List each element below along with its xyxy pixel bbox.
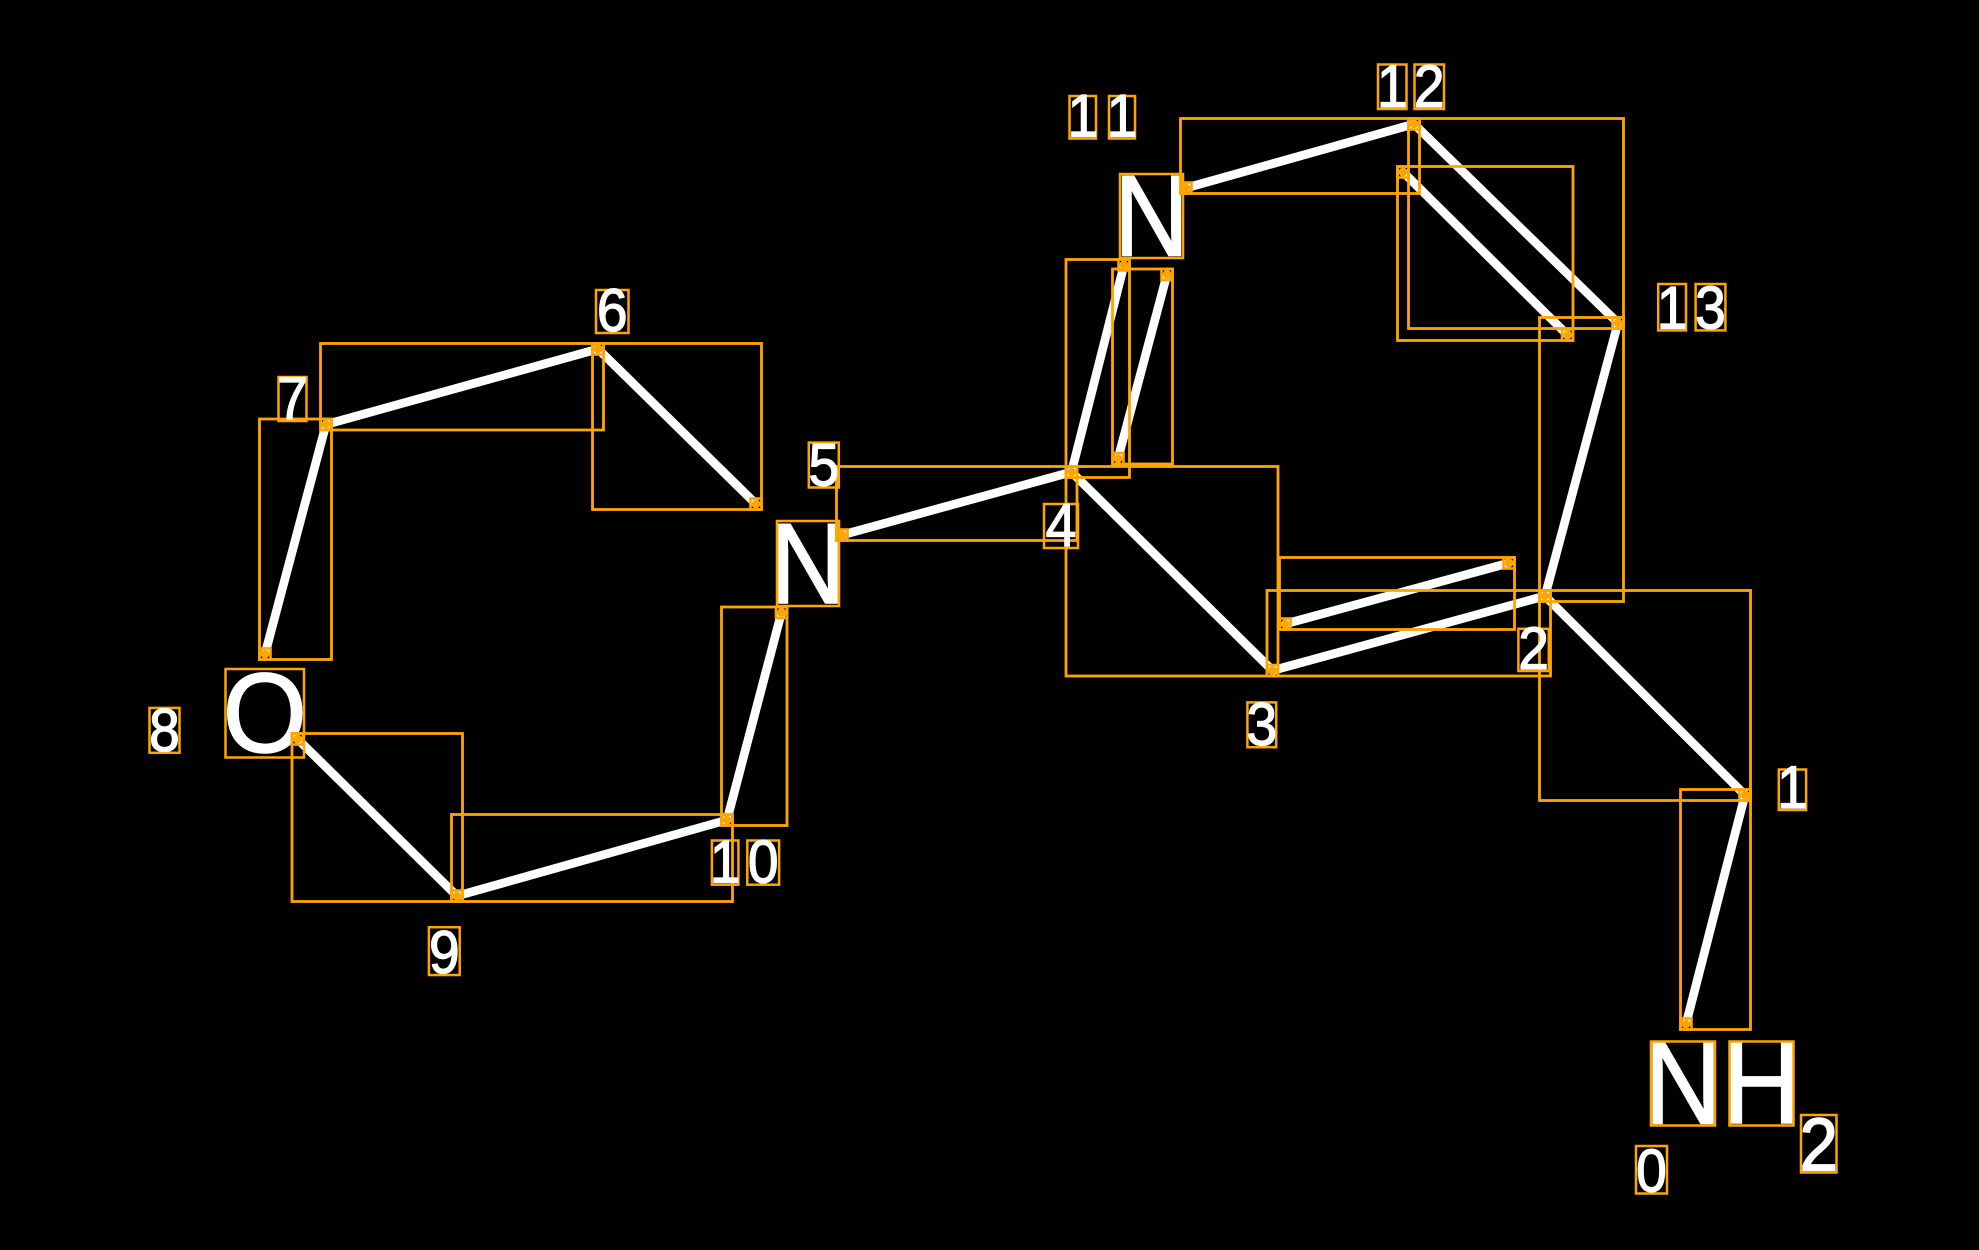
svg-text:4: 4 [1046,493,1077,560]
svg-text:O: O [223,651,307,776]
svg-text:1: 1 [710,830,741,897]
svg-text:2: 2 [1414,54,1445,121]
svg-text:1: 1 [1377,54,1408,121]
svg-text:9: 9 [429,920,460,987]
svg-text:2: 2 [1800,1104,1839,1187]
svg-text:1: 1 [1107,83,1138,150]
svg-text:1: 1 [1067,83,1098,150]
svg-text:3: 3 [1246,692,1277,759]
svg-text:N: N [1644,1018,1721,1148]
svg-text:H: H [1722,1018,1800,1148]
svg-text:6: 6 [597,278,628,345]
svg-text:7: 7 [277,366,308,433]
svg-text:2: 2 [1518,616,1549,683]
svg-text:8: 8 [149,698,180,765]
svg-text:1: 1 [1657,275,1688,342]
svg-text:3: 3 [1695,275,1726,342]
svg-text:1: 1 [1777,755,1808,822]
svg-text:0: 0 [1636,1138,1667,1205]
svg-text:0: 0 [748,830,779,897]
svg-text:5: 5 [808,432,839,499]
